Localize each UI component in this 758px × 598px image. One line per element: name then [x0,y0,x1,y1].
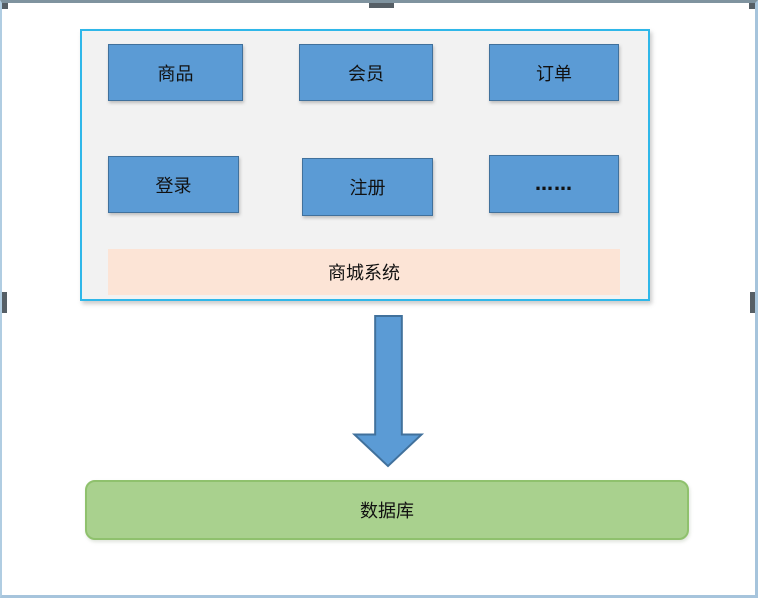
module-box-more: …… [489,155,619,213]
module-box-login: 登录 [108,156,239,213]
module-label-orders: 订单 [536,63,572,85]
resize-handle-middle-left[interactable] [2,292,7,313]
module-box-members: 会员 [299,44,433,101]
mall-system-panel: 商品 会员 订单 登录 注册 …… 商城系统 [80,29,650,301]
resize-handle-middle-right[interactable] [750,292,755,313]
module-label-products: 商品 [157,63,194,85]
module-label-more: …… [535,173,573,195]
mall-system-title: 商城系统 [328,263,400,284]
resize-handle-top-left[interactable] [2,3,8,9]
module-label-members: 会员 [348,63,384,85]
database-box: 数据库 [85,480,689,540]
module-box-products: 商品 [108,44,243,101]
module-label-register: 注册 [349,178,386,199]
database-label: 数据库 [360,501,414,522]
mall-system-banner: 商城系统 [108,249,620,295]
resize-handle-top-right[interactable] [749,3,755,9]
down-arrow-shape [351,314,425,468]
module-box-register: 注册 [302,158,433,216]
module-box-orders: 订单 [489,44,619,101]
module-label-login: 登录 [155,175,192,197]
resize-handle-top-center[interactable] [369,3,394,8]
down-arrow [351,314,425,468]
